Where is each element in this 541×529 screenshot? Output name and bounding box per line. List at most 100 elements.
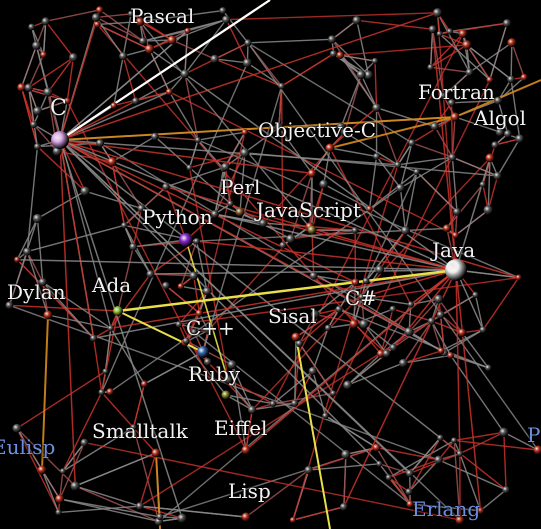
red-node — [442, 224, 451, 233]
gray-node — [407, 301, 414, 308]
gray-node — [394, 161, 402, 169]
red-node — [241, 128, 249, 136]
graph-edge — [195, 241, 208, 292]
red-node — [135, 17, 145, 27]
graph-edge — [503, 432, 507, 490]
graph-edge — [42, 282, 49, 316]
graph-edge — [197, 139, 519, 279]
graph-edge — [369, 171, 418, 210]
graph-edge — [245, 469, 310, 518]
gray-node — [130, 424, 137, 431]
graph-edge — [228, 379, 274, 405]
gray-node — [202, 286, 212, 296]
gray-node — [119, 52, 128, 61]
gray-node — [189, 271, 199, 281]
gray-node — [121, 222, 128, 229]
graph-edge — [356, 19, 433, 30]
gray-node — [127, 10, 135, 17]
graph-edge — [16, 427, 76, 487]
graph-edge — [408, 459, 440, 493]
graph-edge — [361, 296, 411, 306]
yellow-edge — [185, 239, 229, 381]
label-sisal[interactable]: Sisal — [268, 304, 317, 328]
gray-node — [503, 129, 512, 138]
gray-node — [156, 513, 164, 521]
graph-edge — [497, 100, 509, 134]
hub-edge-java — [93, 269, 457, 339]
node-dylan — [43, 310, 53, 320]
graph-edge — [224, 131, 246, 168]
label-eiffel[interactable]: Eiffel — [214, 416, 268, 440]
label-perl[interactable]: Perl — [220, 175, 261, 199]
label-csharp[interactable]: C# — [345, 286, 378, 310]
graph-edge — [298, 308, 340, 345]
gray-node — [98, 389, 105, 396]
node-eiffel — [241, 445, 251, 455]
graph-edge — [139, 21, 173, 41]
label-javascript[interactable]: JavaScript — [256, 198, 361, 222]
graph-edge — [323, 147, 331, 185]
graph-nodes — [5, 6, 541, 526]
gray-node — [80, 438, 89, 447]
graph-edge — [409, 437, 441, 474]
graph-edge — [36, 218, 44, 283]
gray-node — [341, 449, 351, 460]
gray-node — [398, 358, 408, 368]
label-smalltalk[interactable]: Smalltalk — [92, 419, 188, 443]
label-algol[interactable]: Algol — [474, 106, 527, 130]
label-erlang[interactable]: Erlang — [412, 497, 481, 521]
graph-edge — [74, 452, 157, 487]
label-eulisp[interactable]: Eulisp — [0, 435, 56, 459]
gray-node — [382, 349, 391, 358]
label-fortran[interactable]: Fortran — [418, 80, 495, 104]
gray-node — [146, 270, 155, 279]
label-ruby[interactable]: Ruby — [188, 362, 241, 386]
label-p-partial[interactable]: P — [527, 423, 541, 447]
graph-edge — [292, 164, 399, 521]
graph-edge — [99, 9, 144, 42]
graph-edge — [74, 485, 160, 523]
label-objective-c[interactable]: Objective-C — [258, 118, 377, 142]
label-cpp[interactable]: C++ — [186, 316, 235, 340]
graph-edge — [47, 314, 111, 330]
gray-node — [324, 324, 332, 332]
label-lisp[interactable]: Lisp — [228, 479, 271, 503]
graph-edge — [278, 86, 283, 128]
gray-node — [203, 358, 212, 366]
graph-edge — [356, 20, 370, 76]
graph-edge — [214, 58, 248, 64]
graph-edge — [139, 9, 223, 23]
label-dylan[interactable]: Dylan — [7, 280, 66, 304]
gray-node — [479, 326, 487, 334]
graph-edge — [113, 91, 170, 107]
graph-edge — [340, 74, 362, 128]
graph-edge — [16, 370, 106, 429]
gray-node — [278, 82, 285, 90]
gray-node — [434, 294, 444, 304]
red-node — [372, 443, 381, 452]
red-node — [106, 388, 114, 396]
hub-edge-c — [59, 91, 170, 141]
label-ada[interactable]: Ada — [92, 273, 132, 297]
gray-node — [244, 39, 252, 47]
ada-java-edge — [117, 268, 457, 313]
gray-node — [434, 455, 443, 465]
label-java[interactable]: Java — [432, 238, 476, 262]
graph-edge — [20, 87, 35, 125]
node-csharp — [349, 319, 359, 329]
label-python[interactable]: Python — [142, 205, 213, 229]
gray-node — [502, 486, 510, 494]
graph-edge — [197, 131, 246, 141]
graph-edges — [8, 0, 541, 529]
gray-node — [499, 427, 509, 438]
graph-edge — [62, 391, 103, 472]
graph-edge — [26, 251, 44, 283]
graph-edge — [139, 505, 247, 518]
gray-node — [43, 87, 53, 97]
red-node — [462, 40, 472, 50]
red-node — [107, 157, 117, 167]
label-c[interactable]: C — [50, 96, 67, 121]
label-pascal[interactable]: Pascal — [130, 4, 195, 28]
node-lisp — [241, 512, 251, 522]
